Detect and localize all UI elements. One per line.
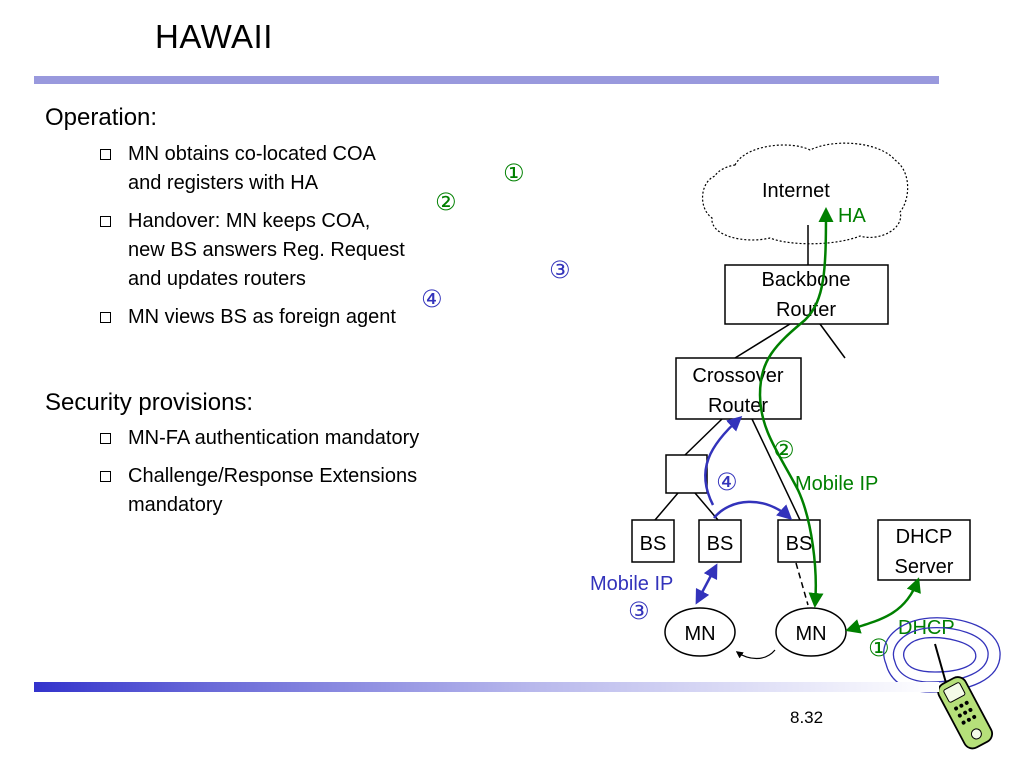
footer-divider [34,682,939,692]
mobile-ip-green-label: Mobile IP [795,473,878,495]
mobile-phone-icon [883,617,1001,750]
bullet-text: MN-FA authentication mandatory [128,427,420,449]
internet-label: Internet [762,180,830,202]
step-2-marker: ② [435,189,457,216]
base-station-1 [631,519,675,563]
security-bullet-list: MN-FA authentication mandatory Challenge… [100,424,419,529]
bullet-text: Challenge/Response Extensions mandatory [128,465,418,516]
dhcp-server-label: DHCP [896,526,953,548]
operation-bullet: Handover: MN keeps COA, new BS answers R… [100,207,405,294]
crossover-router-label: Crossover [692,365,783,387]
operation-heading: Operation: [45,104,158,131]
link-backbone-right [819,323,846,359]
dhcp-server-box [877,519,971,581]
slide-title: HAWAII [155,18,273,55]
dhcp-server-label: Server [895,556,954,578]
link-small-bs1 [654,492,679,521]
step-1-marker-diagram: ① [868,635,890,662]
security-bullet: MN-FA authentication mandatory [100,424,419,453]
mobile-node-left [664,607,736,657]
bullet-text: MN obtains co-located COA and registers … [128,143,376,194]
step-4-marker: ④ [421,286,443,313]
square-bullet-icon [100,312,111,323]
operation-bullet: MN obtains co-located COA and registers … [100,140,405,198]
step-4-marker-diagram: ④ [716,469,738,496]
page-number: 8.32 [790,708,824,727]
crossover-router-box [675,357,802,420]
registration-path-green [758,207,834,608]
square-bullet-icon [100,471,111,482]
link-small-bs2 [694,492,719,521]
square-bullet-icon [100,216,111,227]
step-3-marker-diagram: ③ [628,598,650,625]
step-3-marker: ③ [549,257,571,284]
mn-movement-arrow [735,649,776,660]
step-1-marker: ① [503,160,525,187]
link-crossover-bs3 [751,418,801,521]
base-station-2 [698,519,742,563]
base-station-1-label: BS [640,533,667,555]
link-crossover-small-router [684,418,723,456]
dhcp-path-green [845,577,921,634]
internet-cloud [702,142,909,245]
operation-bullet-list: MN obtains co-located COA and registers … [100,140,405,341]
mobile-node-right-label: MN [795,623,826,645]
title-divider [34,76,939,84]
ha-label: HA [838,205,866,227]
base-station-3-label: BS [786,533,813,555]
backbone-router-label: Backbone [762,269,851,291]
bullet-text: Handover: MN keeps COA, new BS answers R… [128,210,405,290]
mobile-ip-blue-label: Mobile IP [590,573,673,595]
wireless-link-bs3-mn [795,562,809,606]
square-bullet-icon [100,433,111,444]
security-heading: Security provisions: [45,389,254,416]
crossover-router-label: Router [708,395,768,417]
base-station-2-label: BS [707,533,734,555]
intermediate-router-box [665,454,708,494]
square-bullet-icon [100,149,111,160]
mobile-ip-blue-link [695,563,718,605]
mobile-node-left-label: MN [684,623,715,645]
operation-bullet: MN views BS as foreign agent [100,303,405,332]
route-update-bs2-bs3-blue [713,500,793,521]
route-update-path-blue [704,415,743,506]
backbone-router-box [724,264,889,325]
bullet-text: MN views BS as foreign agent [128,306,396,328]
step-2-marker-diagram: ② [773,437,795,464]
link-backbone-crossover [734,323,791,359]
security-bullet: Challenge/Response Extensions mandatory [100,462,419,520]
